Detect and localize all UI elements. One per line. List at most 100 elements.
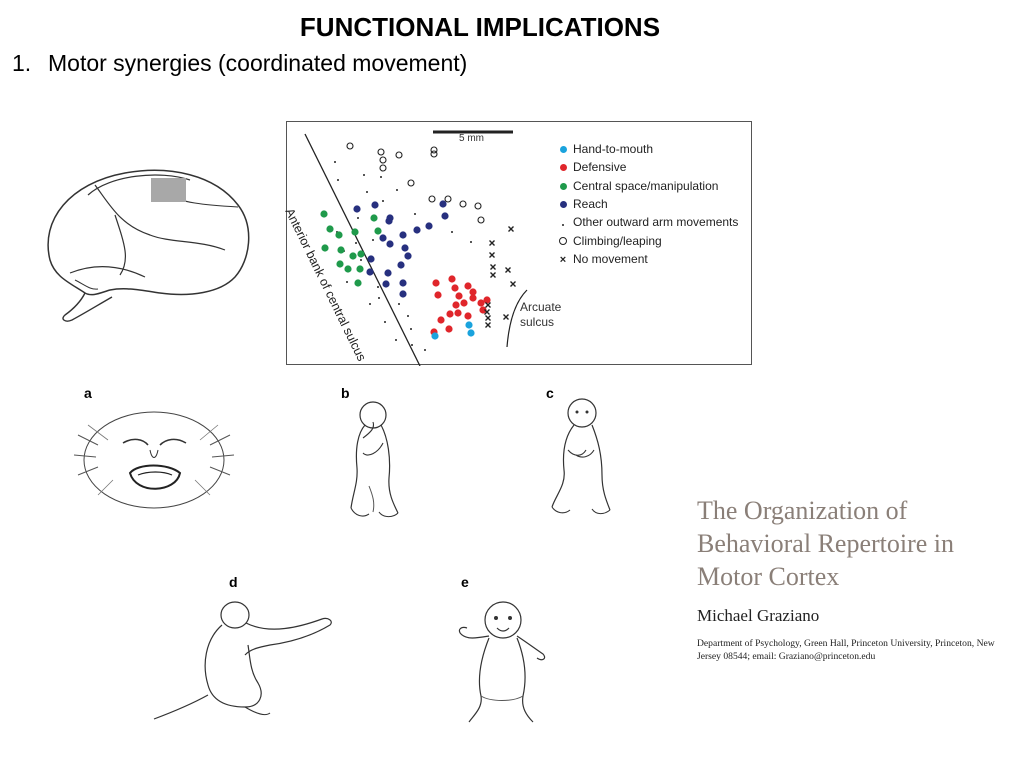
panel-label-b: b [341,385,350,401]
other-outward-mark [395,339,397,341]
point-1: 1.Motor synergies (coordinated movement) [12,50,467,77]
defensive-mark [455,292,463,300]
other-outward-mark [363,174,365,176]
defensive-mark [483,296,491,304]
other-outward-mark [414,213,416,215]
book-affiliation: Department of Psychology, Green Hall, Pr… [697,638,995,662]
slide-title: FUNCTIONAL IMPLICATIONS [299,12,661,42]
legend-item-defensive: Defensive [555,158,738,176]
climbing-mark [379,156,387,164]
legend-item-no-movement: ×No movement [559,251,648,266]
reach-mark [413,226,421,234]
scale-bar-label: 5 mm [459,133,484,144]
other-outward-mark [377,286,379,288]
other-outward-mark [424,349,426,351]
reach-mark [401,244,409,252]
other-outward-mark [380,176,382,178]
no-movement-mark [485,322,491,328]
central-space-mark [344,265,352,273]
panel-label-e: e [461,574,469,590]
reach-mark [367,255,375,263]
reach-mark [399,290,407,298]
reach-mark [441,212,449,220]
monkey-reaching-drawing [153,601,332,720]
climbing-mark [428,195,436,203]
reach-mark [366,268,374,276]
no-movement-mark [489,240,495,246]
panel-label-a: a [84,385,92,401]
no-movement-mark [485,302,491,308]
central-space-mark [321,244,329,252]
climbing-mark [395,151,403,159]
other-outward-mark [470,241,472,243]
climbing-mark [459,200,467,208]
other-outward-mark [366,191,368,193]
hand-to-mouth-mark [431,332,439,340]
no-movement-mark [505,267,511,273]
reach-mark [382,280,390,288]
point-number: 1. [12,50,32,76]
defensive-mark [448,275,456,283]
climbing-mark [430,150,438,158]
climbing-mark [477,216,485,224]
central-space-mark [356,265,364,273]
arcuate-sulcus-label: Arcuate sulcus [520,300,562,329]
book-title: The Organization of Behavioral Repertoir… [697,496,955,591]
legend-item-climbing: Climbing/leaping [555,231,738,249]
monkey-defensive-drawing [458,601,546,723]
other-outward-mark [384,321,386,323]
reach-mark [404,252,412,260]
defensive-mark [454,309,462,317]
defensive-mark [434,291,442,299]
reach-mark [425,222,433,230]
book-author: Michael Graziano [697,606,820,625]
reach-mark [399,279,407,287]
defensive-mark [452,301,460,309]
defensive-mark [437,316,445,324]
monkey-hand-to-mouth-drawing [350,401,399,518]
other-outward-mark [337,179,339,181]
no-movement-mark [485,315,491,321]
defensive-mark [460,299,468,307]
central-space-mark [374,227,382,235]
climbing-mark [379,164,387,172]
no-movement-mark [484,309,490,315]
monkey-central-space-drawing [551,398,611,515]
other-outward-mark [334,161,336,163]
other-outward-mark [372,239,374,241]
other-outward-mark [357,217,359,219]
other-outward-mark [378,297,380,299]
other-outward-mark [360,259,362,261]
other-outward-mark [346,281,348,283]
defensive-mark [445,325,453,333]
climbing-mark [377,148,385,156]
monkey-face-drawing [73,411,235,509]
central-space-mark [326,225,334,233]
hand-to-mouth-mark [467,329,475,337]
no-movement-mark [490,264,496,270]
central-space-mark [357,250,365,258]
reach-mark [397,261,405,269]
reach-mark [384,269,392,277]
defensive-mark [469,294,477,302]
other-outward-mark [410,328,412,330]
legend-item-reach: Reach [555,195,738,213]
map-legend: Hand-to-mouth Defensive Central space/ma… [555,140,738,268]
other-outward-mark [369,303,371,305]
motor-cortex-map: 5 mm Anterior bank of central sulcus Arc… [282,121,752,366]
no-movement-mark [489,252,495,258]
defensive-mark [432,279,440,287]
climbing-mark [474,202,482,210]
other-outward-mark [382,200,384,202]
climbing-mark [407,179,415,187]
reach-mark [379,234,387,242]
defensive-mark [477,299,485,307]
central-space-mark [354,279,362,287]
climbing-mark [430,146,438,154]
other-outward-mark [451,231,453,233]
climbing-mark [346,142,354,150]
legend-item-other-outward: Other outward arm movements [555,213,738,231]
reach-mark [399,231,407,239]
other-outward-mark [411,344,413,346]
defensive-mark [464,312,472,320]
